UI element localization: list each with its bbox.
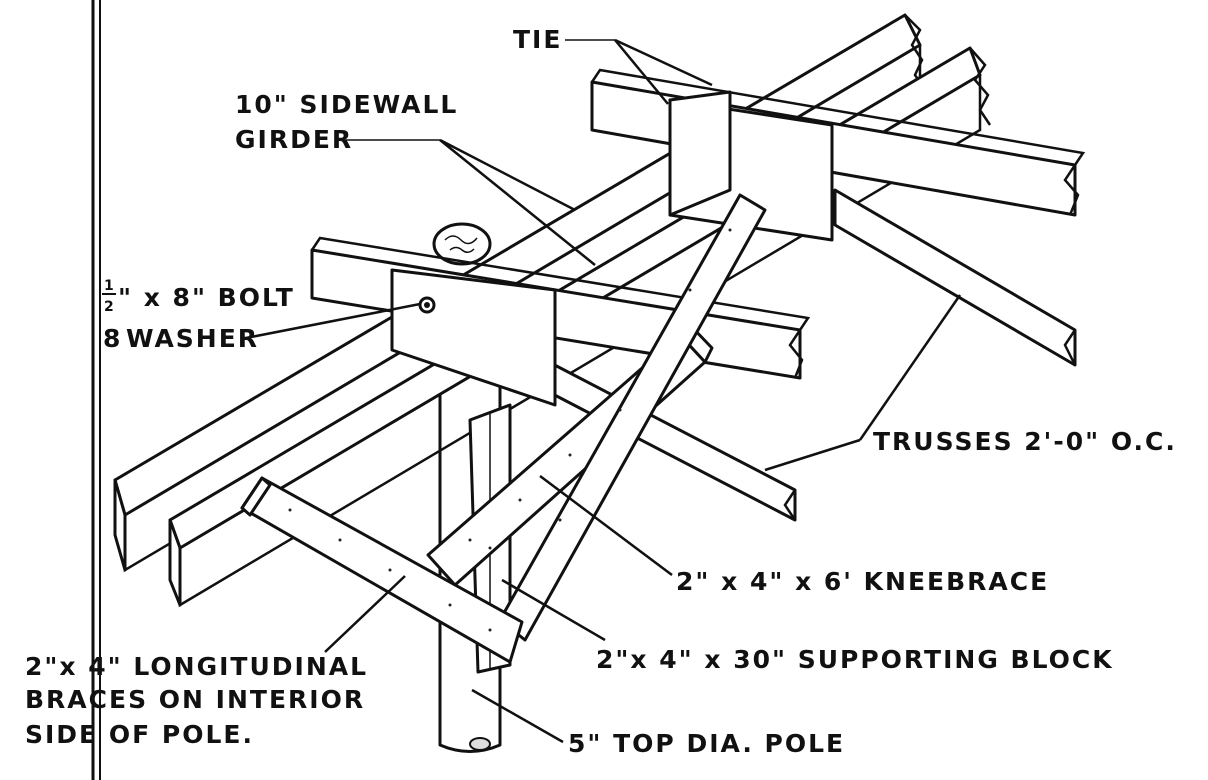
label-girder-line1: 10" SIDEWALL (235, 90, 458, 119)
leader-lines (245, 38, 962, 744)
label-pole: 5" TOP DIA. POLE (568, 729, 845, 758)
label-kneebrace: 2" x 4" x 6' KNEEBRACE (676, 567, 1049, 596)
label-bolt-fraction-num: 1 (104, 278, 114, 294)
label-longitudinal-line3: SIDE OF POLE. (25, 720, 254, 749)
tie-plate-left (390, 268, 557, 407)
label-tie: TIE (513, 25, 562, 54)
label-longitudinal-line2: BRACES ON INTERIOR (25, 685, 365, 714)
label-longitudinal-line1: 2"x 4" LONGITUDINAL (25, 652, 368, 681)
label-trusses: TRUSSES 2'-0" O.C. (873, 427, 1177, 456)
label-bolt-amp: 8 (103, 324, 122, 353)
label-bolt-line2: WASHER (126, 324, 259, 353)
label-girder-line2: GIRDER (235, 125, 353, 154)
label-bolt-fraction-den: 2 (104, 299, 114, 315)
longitudinal-brace (240, 476, 524, 664)
tie-plate-right (668, 90, 834, 242)
label-bolt-line1: " x 8" BOLT (118, 283, 295, 312)
label-supporting-block: 2"x 4" x 30" SUPPORTING BLOCK (596, 645, 1114, 674)
truss-rafter-right (833, 188, 1077, 367)
pole-top (432, 222, 492, 266)
